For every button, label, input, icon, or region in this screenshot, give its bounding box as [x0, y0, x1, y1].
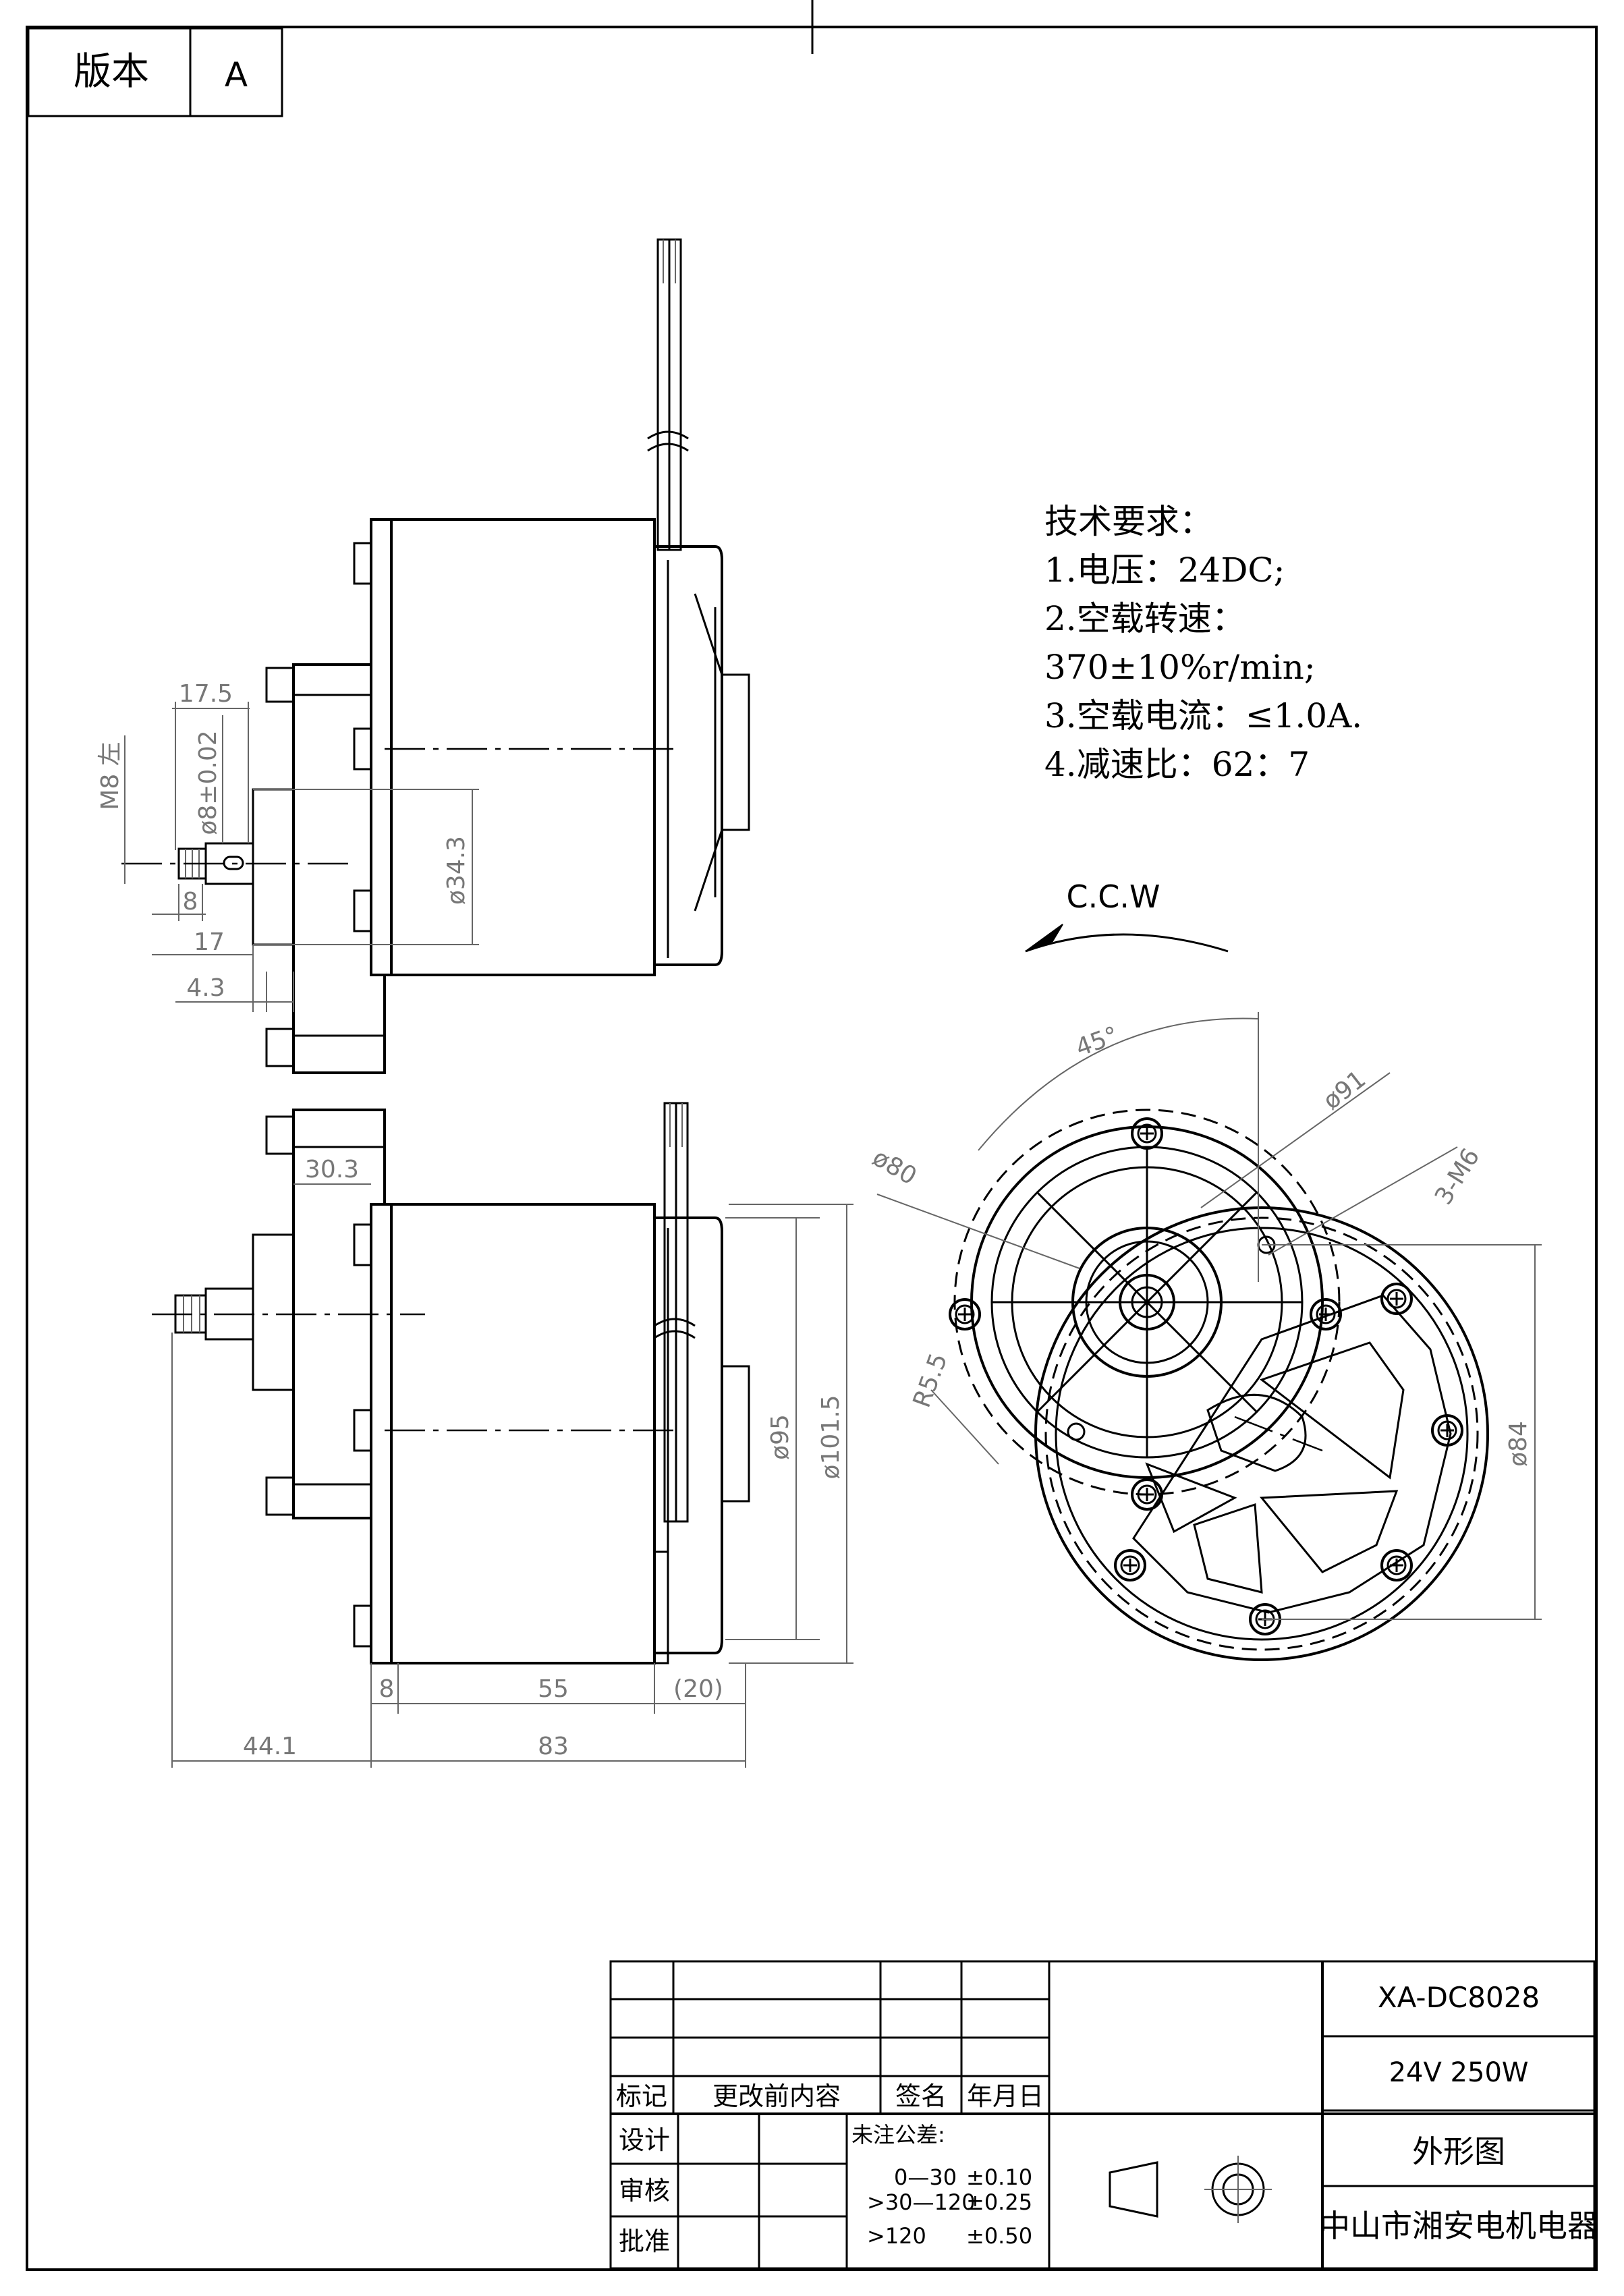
end-view-dimensions: 45° ø91 ø80 3-M6 R5.5 ø84: [868, 1012, 1542, 1620]
tolerance-title: 未注公差:: [851, 2122, 945, 2148]
hub-outer: [1071, 1227, 1223, 1378]
dim-3-m6: 3-M6: [1430, 1144, 1485, 1210]
shaft-bore: [1119, 1274, 1175, 1331]
dim-101-5: ø101.5: [817, 1395, 845, 1479]
dim-55: 55: [538, 1675, 569, 1703]
dim-8-front: 8: [379, 1675, 395, 1703]
projection-symbol-icon: [1109, 2156, 1272, 2223]
company-name: 中山市湘安电机电器: [1319, 2208, 1598, 2244]
tolerance-range-1: 0—30: [894, 2164, 957, 2190]
gearbox-end-outline: [1034, 1206, 1489, 1661]
screw-icon: [1114, 1549, 1146, 1581]
top-view: [121, 238, 750, 1074]
dim-r5-5: R5.5: [908, 1349, 953, 1411]
dim-34-3: ø34.3: [443, 836, 470, 905]
row-design: 设计: [619, 2125, 670, 2155]
dim-95: ø95: [766, 1414, 794, 1460]
version-box: 版本 A: [27, 27, 283, 117]
screw-icon: [1131, 1478, 1163, 1511]
dim-4-3: 4.3: [186, 974, 225, 1002]
version-value: A: [225, 55, 248, 94]
front-view-dimensions: 30.3 ø95 ø101.5 8 55 (20) 44.1 83: [171, 1156, 853, 1768]
requirement-line-3: 370±10%r/min;: [1044, 648, 1316, 687]
tolerance-value-1: ±0.10: [966, 2164, 1032, 2190]
tolerance-range-2: >30—120: [867, 2189, 976, 2215]
flange-top: [370, 518, 393, 976]
motor-can-front: [370, 1203, 656, 1664]
gearbox-front: [292, 1109, 386, 1519]
version-label: 版本: [74, 50, 149, 94]
requirement-line-5: 4.减速比：62：7: [1044, 745, 1310, 784]
row-approve: 批准: [619, 2227, 670, 2256]
dim-17-5: 17.5: [179, 680, 233, 708]
drawing-name: 外形图: [1412, 2133, 1505, 2170]
model-spec: 24V 250W: [1389, 2057, 1529, 2088]
rotation-arrow-icon: [1025, 924, 1063, 952]
flange-front: [370, 1203, 393, 1664]
dim-44-1: 44.1: [243, 1733, 297, 1760]
dim-17: 17: [194, 928, 225, 956]
requirements-title: 技术要求：: [1044, 502, 1213, 541]
screw-icon: [1431, 1414, 1463, 1447]
requirement-line-2: 2.空载转速：: [1044, 599, 1245, 638]
col-sign: 签名: [895, 2081, 947, 2111]
front-view: [152, 1102, 750, 1664]
col-mark: 标记: [616, 2081, 667, 2111]
col-date: 年月日: [967, 2081, 1044, 2111]
gearbox-top: [292, 663, 386, 1074]
screw-icon: [1131, 1117, 1163, 1150]
requirement-line-4: 3.空载电流：≤1.0A.: [1044, 696, 1362, 735]
dim-91: ø91: [1318, 1065, 1372, 1115]
end-cap-top: [653, 545, 723, 966]
col-content: 更改前内容: [712, 2081, 841, 2111]
top-view-dimensions: 17.5 M8 左 ø8±0.02 ø34.3 8 17 4.3: [96, 680, 479, 1012]
row-review: 审核: [619, 2176, 670, 2206]
end-cap-front: [653, 1216, 723, 1654]
dim-m8: M8 左: [96, 741, 124, 810]
dim-20: (20): [673, 1675, 723, 1703]
tolerance-range-3: >120: [867, 2223, 926, 2249]
dim-83: 83: [538, 1733, 569, 1760]
tolerance-value-3: ±0.50: [966, 2223, 1032, 2249]
motor-can-top: [370, 518, 656, 976]
rotation-label: C.C.W: [1067, 878, 1160, 915]
mount-screws: [949, 1117, 1463, 1635]
dim-shaft-diameter: ø8±0.02: [194, 730, 222, 835]
screw-icon: [949, 1298, 981, 1331]
dim-84: ø84: [1505, 1421, 1532, 1467]
drawing-frame: [26, 0, 1598, 2271]
screw-icon: [1310, 1298, 1342, 1331]
dim-80: ø80: [868, 1144, 921, 1190]
requirement-line-1: 1.电压：24DC;: [1044, 551, 1285, 590]
rotation-direction: C.C.W: [1025, 878, 1229, 953]
lead-wires-front: [654, 1102, 696, 1523]
fan-spokes: [992, 1147, 1302, 1457]
dim-30-3: 30.3: [305, 1156, 359, 1183]
screw-icon: [1380, 1283, 1413, 1315]
title-block: 标记 更改前内容 签名 年月日 设计 审核 批准 未注公差: 0—30 ±0.1…: [609, 1960, 1598, 2270]
dim-8-top: 8: [183, 888, 198, 916]
end-view: [949, 1109, 1489, 1661]
dim-angle-45: 45°: [1072, 1021, 1122, 1062]
tolerance-value-2: ±0.25: [966, 2189, 1032, 2215]
technical-requirements: 技术要求： 1.电压：24DC; 2.空载转速： 370±10%r/min; 3…: [1044, 502, 1362, 784]
screw-icon: [1380, 1549, 1413, 1581]
model-number: XA-DC8028: [1378, 1981, 1540, 2014]
lead-wires-top: [647, 238, 689, 551]
